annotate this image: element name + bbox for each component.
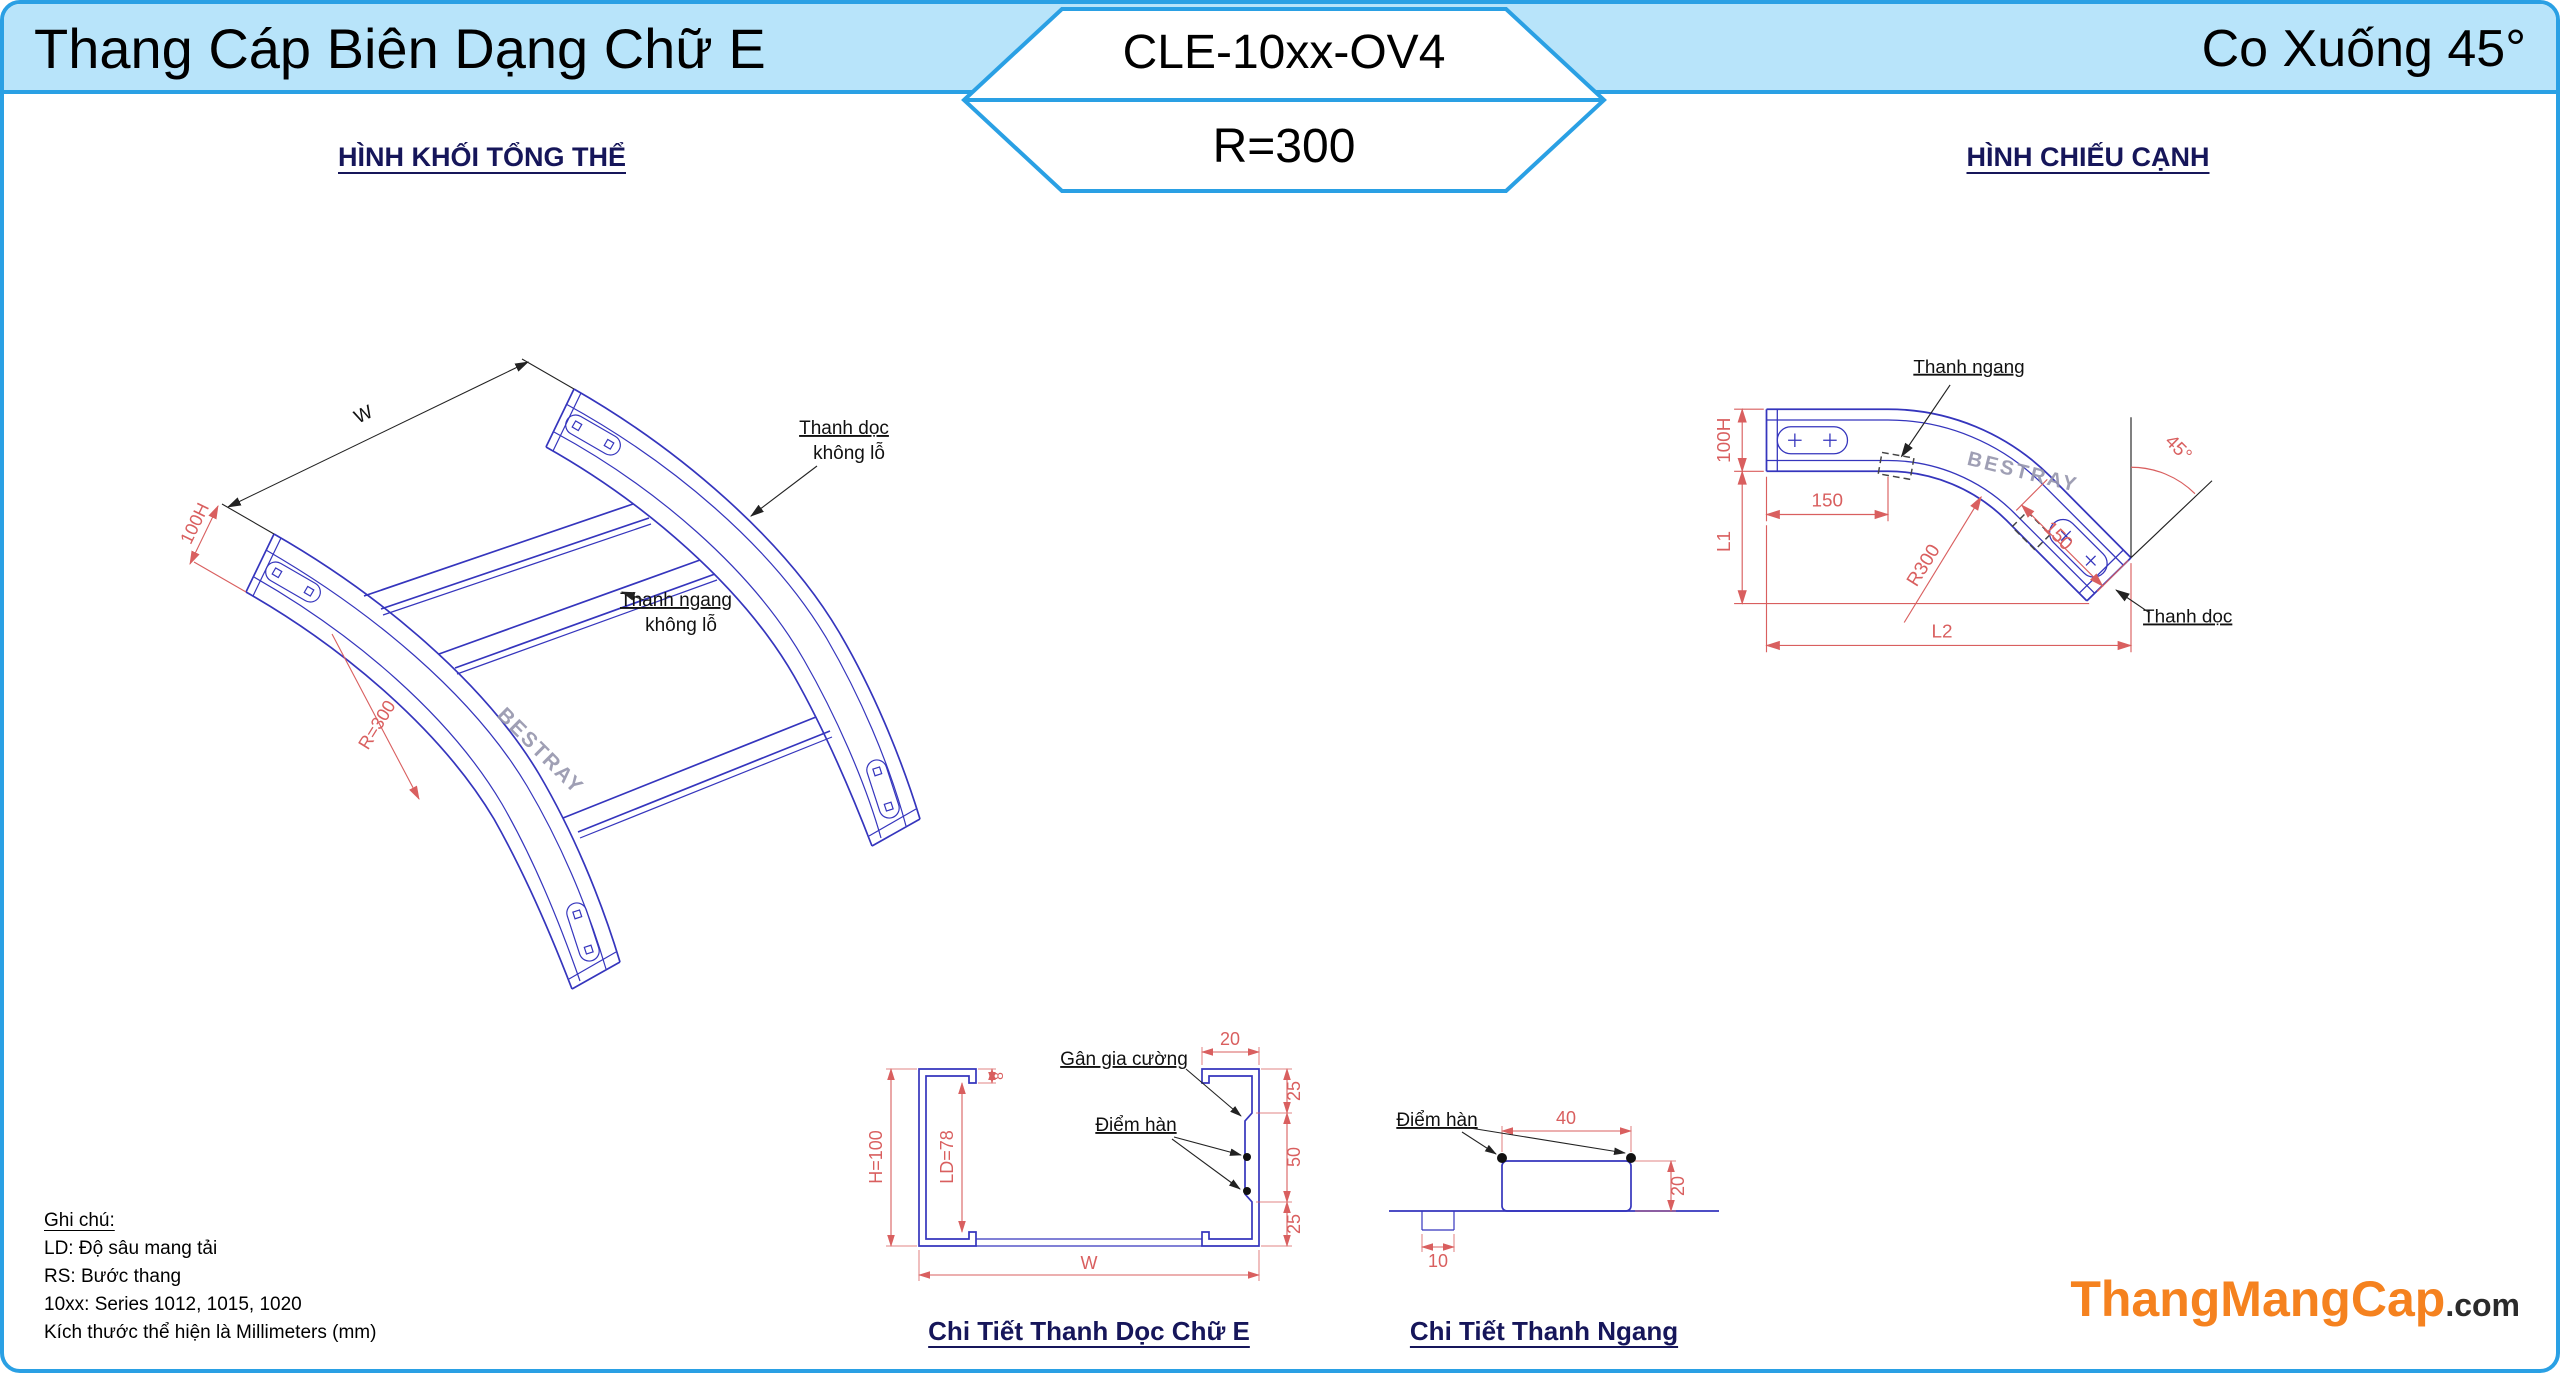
notes-block: Ghi chú: LD: Độ sâu mang tải RS: Bước th… bbox=[44, 1207, 376, 1347]
notes-title: Ghi chú: bbox=[44, 1210, 115, 1231]
note-line: LD: Độ sâu mang tải bbox=[44, 1238, 218, 1259]
dim-flange: 20 bbox=[1220, 1029, 1240, 1049]
brand-logo: ThangMangCap.com bbox=[2070, 1270, 2520, 1328]
brand-name: ThangMangCap bbox=[2070, 1271, 2446, 1327]
dim-25-bot: 25 bbox=[1284, 1214, 1304, 1234]
far-side-rail bbox=[545, 388, 921, 847]
bottom-chord bbox=[976, 1238, 1202, 1247]
weld-points bbox=[1243, 1153, 1251, 1195]
dim-10: 10 bbox=[1428, 1251, 1448, 1271]
rung-position-dashed bbox=[1877, 451, 1915, 481]
drawing-angle-title: Co Xuống 45° bbox=[2201, 20, 2526, 78]
dim-l2: L2 bbox=[1931, 621, 1952, 642]
side-dimensions: 100H L1 150 L2 R300 150 45° bbox=[1714, 407, 2213, 653]
note-line: 10xx: Series 1012, 1015, 1020 bbox=[44, 1294, 302, 1315]
rung-profile-detail: 40 20 10 Điểm hàn bbox=[1389, 1108, 1719, 1271]
mounting-slot bbox=[265, 561, 321, 603]
detail-title-rung: Chi Tiết Thanh Ngang bbox=[1409, 1316, 1679, 1346]
rail-detail-labels: Gân gia cường Điểm hàn bbox=[1060, 1049, 1242, 1190]
mounting-slot bbox=[565, 414, 621, 456]
radius-code: R=300 bbox=[1213, 120, 1356, 173]
label-side-rail: Thanh dọc bbox=[799, 418, 889, 439]
note-line: Kích thước thể hiện là Millimeters (mm) bbox=[44, 1322, 377, 1343]
side-view: 100H L1 150 L2 R300 150 45° Thanh ngang … bbox=[1714, 357, 2232, 653]
label-stiffener-rib: Gân gia cường bbox=[1060, 1049, 1188, 1070]
dim-150-mid: 150 bbox=[2039, 518, 2076, 555]
model-code: CLE-10xx-OV4 bbox=[1123, 26, 1446, 79]
dim-width: W bbox=[351, 402, 376, 429]
dim-25-top: 25 bbox=[1284, 1081, 1304, 1101]
label-rung: Thanh ngang bbox=[1913, 357, 2024, 378]
dim-width: W bbox=[1081, 1253, 1098, 1273]
drawing-title: Thang Cáp Biên Dạng Chữ E bbox=[34, 17, 766, 80]
near-side-rail bbox=[245, 533, 621, 990]
rung-detail-labels: Điểm hàn bbox=[1396, 1110, 1626, 1155]
weld-points bbox=[1497, 1153, 1636, 1163]
dim-angle: 45° bbox=[2161, 431, 2196, 466]
detail-title-rail: Chi Tiết Thanh Dọc Chữ E bbox=[928, 1316, 1250, 1346]
mounting-slot bbox=[866, 759, 900, 819]
rail-profile-detail: 20 25 50 25 H=100 LD=78 8 W Gân gia cườn… bbox=[866, 1029, 1304, 1281]
section-title-overall: HÌNH KHỐI TỔNG THỂ bbox=[338, 142, 626, 172]
dim-lip8: 8 bbox=[990, 1072, 1006, 1080]
isometric-view: W 100H R=300 Thanh dọc không lỗ Thanh ng… bbox=[176, 358, 921, 990]
dim-radius: R=300 bbox=[354, 697, 399, 753]
bestray-watermark: BESTRAY bbox=[1965, 448, 2081, 497]
mounting-slot bbox=[1776, 426, 1849, 455]
label-side-rail-2: không lỗ bbox=[813, 442, 885, 464]
dim-40: 40 bbox=[1556, 1108, 1576, 1128]
bestray-watermark: BESTRAY bbox=[492, 703, 588, 799]
iso-labels: Thanh dọc không lỗ Thanh ngang không lỗ … bbox=[492, 418, 888, 799]
note-line: RS: Bước thang bbox=[44, 1266, 182, 1287]
brand-tld: .com bbox=[2445, 1287, 2520, 1323]
dim-150-top: 150 bbox=[1811, 490, 1843, 511]
rail-flange-line bbox=[1389, 1210, 1719, 1231]
rung-tube bbox=[1501, 1160, 1632, 1212]
title-block-hexagon: CLE-10xx-OV4 R=300 bbox=[961, 7, 1607, 193]
section-title-side: HÌNH CHIẾU CẠNH bbox=[1966, 142, 2210, 172]
dim-height: 100H bbox=[176, 500, 213, 547]
dim-h100: H=100 bbox=[866, 1130, 886, 1184]
rail-detail-dimensions: 20 25 50 25 H=100 LD=78 8 W bbox=[866, 1029, 1304, 1281]
mounting-slot bbox=[566, 902, 600, 962]
label-weld-point: Điểm hàn bbox=[1095, 1115, 1176, 1136]
dim-20: 20 bbox=[1668, 1176, 1688, 1196]
label-weld-point: Điểm hàn bbox=[1396, 1110, 1477, 1131]
label-rung: Thanh ngang bbox=[620, 590, 732, 611]
dim-l1: L1 bbox=[1714, 531, 1735, 552]
rung-detail-dimensions: 40 20 10 bbox=[1421, 1108, 1688, 1271]
rungs bbox=[363, 503, 833, 839]
dim-rail-height: 100H bbox=[1714, 418, 1735, 463]
dim-50: 50 bbox=[1284, 1147, 1304, 1167]
label-side-rail: Thanh dọc bbox=[2143, 607, 2232, 628]
elbow-rail bbox=[1765, 408, 2132, 602]
dim-ld78: LD=78 bbox=[937, 1130, 957, 1184]
side-labels: Thanh ngang Thanh dọc BESTRAY bbox=[1900, 357, 2232, 628]
label-rung-2: không lỗ bbox=[645, 614, 717, 636]
